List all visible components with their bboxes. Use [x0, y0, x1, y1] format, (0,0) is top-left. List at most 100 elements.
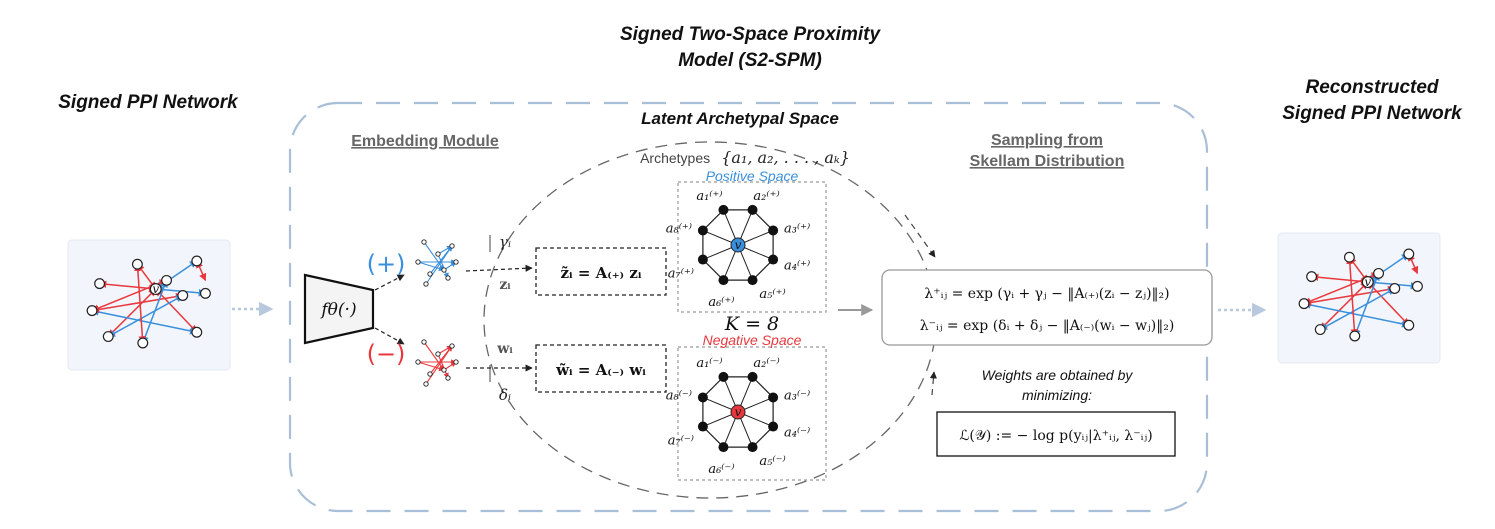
svg-text:Archetypes {a₁, a₂, . . .: Archetypes {a₁, a₂, . . . , aₖ} [640, 148, 850, 167]
output-network-panel [1277, 232, 1441, 364]
weights-text-line1: Weights are obtained by [982, 367, 1134, 383]
positive-space-label: Positive Space [706, 168, 799, 184]
archetype-node [747, 204, 758, 215]
positive-subgraph [415, 239, 459, 287]
signed-edge [1346, 256, 1359, 337]
encoder-to-positive-arrow [374, 274, 405, 291]
negative-archetype-graph: a₁⁽⁻⁾a₂⁽⁻⁾a₃⁽⁻⁾a₄⁽⁻⁾a₅⁽⁻⁾a₆⁽⁻⁾a₇⁽⁻⁾a₈⁽⁻⁾… [666, 356, 810, 477]
output-network-title-line2: Signed PPI Network [1282, 103, 1463, 124]
model-frame [288, 101, 1209, 513]
archetype-label: a₈⁽⁺⁾ [666, 221, 692, 236]
archetype-node [697, 254, 708, 265]
subgraph-node [415, 359, 421, 365]
subgraph-node [453, 359, 459, 365]
archetype-label: a₃⁽⁺⁾ [784, 221, 810, 236]
network-node [1298, 298, 1310, 310]
subgraph-node [435, 251, 441, 257]
archetype-node [768, 421, 779, 432]
network-node [86, 305, 98, 317]
archetype-label: a₄⁽⁻⁾ [784, 426, 810, 441]
weights-text-line2: minimizing: [1022, 387, 1092, 403]
network-node [1349, 330, 1361, 342]
subgraph-edge [417, 261, 445, 272]
lambda-negative-equation: λ⁻ᵢⱼ = exp (δᵢ + δⱼ − ‖A₍₋₎(wᵢ − wⱼ)‖₂) [920, 318, 1175, 334]
archetype-node [718, 371, 729, 382]
subgraph-node [445, 375, 451, 381]
signed-edge [141, 279, 168, 344]
archetype-node [768, 225, 779, 236]
center-node [149, 283, 162, 296]
center-node [1361, 276, 1374, 289]
network-node [191, 255, 203, 267]
archetypes-arrow [904, 214, 936, 258]
lambda-box [881, 269, 1213, 346]
encoder-block [303, 273, 375, 345]
subgraph-node [453, 259, 459, 265]
subgraph-node [415, 259, 421, 265]
network-node [1343, 251, 1355, 263]
archetype-node [697, 225, 708, 236]
negative-subgraph [415, 339, 459, 387]
network-node [1403, 319, 1415, 331]
lambda-positive-equation: λ⁺ᵢⱼ = exp (γᵢ + γⱼ − ‖A₍₊₎(zᵢ − zⱼ)‖₂) [924, 286, 1169, 302]
subgraph-node [423, 381, 429, 387]
signed-edge [1353, 272, 1380, 337]
subgraph-node [423, 281, 429, 287]
negative-sign: (−) [367, 340, 406, 368]
subgraph-edge [423, 241, 445, 271]
archetype-node [718, 275, 729, 286]
archetypes-label: Archetypes [640, 150, 710, 166]
input-network-graph: v [86, 255, 211, 349]
network-node [1389, 283, 1401, 294]
archetype-node [747, 371, 758, 382]
network-node [199, 287, 211, 299]
subgraph-edge [417, 361, 445, 372]
subgraph-node [435, 351, 441, 357]
network-node [131, 258, 143, 270]
subgraph-edge [423, 341, 445, 371]
archetype-node [697, 392, 708, 403]
archetype-label: a₇⁽⁺⁾ [668, 267, 694, 282]
subgraph-node [445, 275, 451, 281]
network-node [161, 274, 173, 286]
network-node [1373, 267, 1385, 279]
archetype-center-node [730, 237, 746, 253]
archetype-node [768, 392, 779, 403]
w-equation-box [535, 344, 667, 393]
encoder-label: fθ(·) [319, 300, 356, 320]
network-node [1411, 280, 1423, 292]
archetype-label: a₂⁽⁺⁾ [753, 189, 779, 204]
subgraph-node [441, 367, 447, 373]
network-node [102, 331, 114, 343]
z-equation: z̃ᵢ = A₍₊₎ zᵢ [561, 264, 642, 282]
network-node [94, 278, 106, 290]
network-node [1403, 248, 1415, 260]
center-node-label: v [152, 282, 159, 296]
model-title-line2: Model (S2-SPM) [678, 50, 822, 71]
archetype-node [718, 442, 729, 453]
center-node-label: v [1364, 275, 1371, 289]
subgraph-node [441, 267, 447, 273]
z-arrow [465, 264, 533, 272]
positive-archetype-graph: a₁⁽⁺⁾a₂⁽⁺⁾a₃⁽⁺⁾a₄⁽⁺⁾a₅⁽⁺⁾a₆⁽⁺⁾a₇⁽⁺⁾a₈⁽⁺⁾… [666, 189, 810, 310]
archetype-label: a₁⁽⁺⁾ [696, 189, 722, 204]
loss-equation: ℒ(𝒴) := − log p(yᵢⱼ|λ⁺ᵢⱼ, λ⁻ᵢⱼ) [959, 428, 1152, 444]
w-label: wᵢ [496, 341, 513, 357]
output-network-title-line1: Reconstructed [1305, 77, 1438, 98]
archetype-label: a₈⁽⁻⁾ [666, 388, 692, 403]
archetype-center-label: v [735, 405, 742, 419]
subgraph-node [427, 271, 433, 277]
archetype-label: a₃⁽⁻⁾ [784, 388, 810, 403]
negative-space-box [677, 346, 827, 481]
network-node [1314, 324, 1326, 336]
network-node [191, 326, 203, 338]
network-node [177, 290, 189, 301]
network-node [1306, 271, 1318, 283]
archetype-label: a₆⁽⁻⁾ [708, 462, 734, 477]
archetype-label: a₇⁽⁻⁾ [668, 434, 694, 449]
archetype-node [718, 204, 729, 215]
sampling-label-line1: Sampling from [991, 132, 1103, 149]
w-equation: w̃ᵢ = A₍₋₎ wᵢ [555, 361, 646, 379]
negative-space-label: Negative Space [703, 332, 802, 348]
